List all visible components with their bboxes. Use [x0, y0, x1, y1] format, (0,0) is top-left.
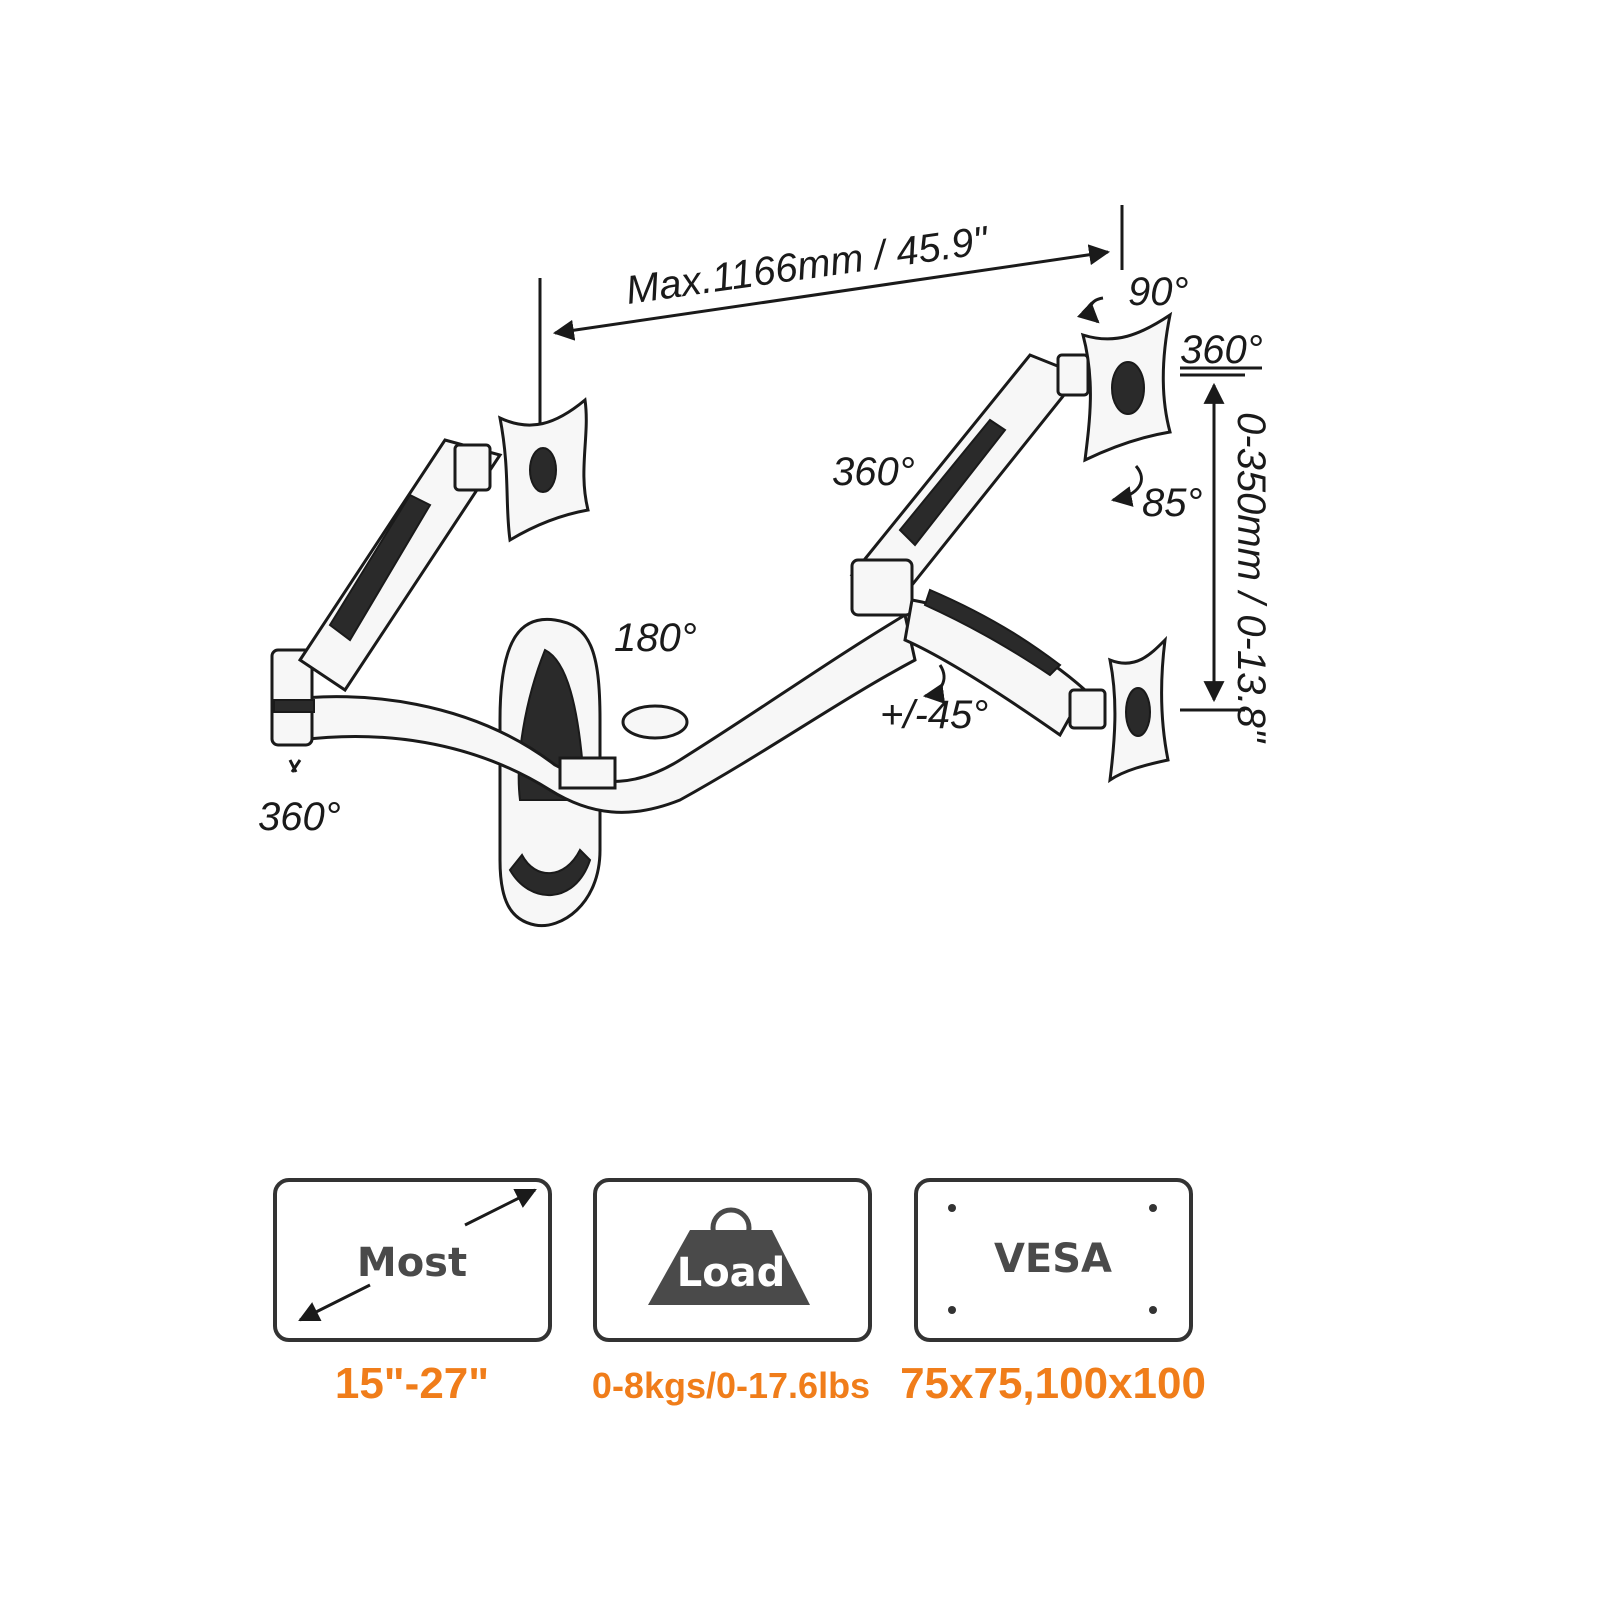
weight-icon	[648, 1207, 810, 1305]
left-vesa-plate	[497, 397, 590, 543]
spec-value-load: 0-8kgs/0-17.6lbs	[592, 1365, 870, 1406]
vesa-holes-icon	[948, 1204, 1157, 1314]
angle-swivel: +/-45°	[880, 693, 988, 737]
height-label: 0-350mm / 0-13.8"	[1229, 412, 1273, 744]
spec-word-most: Most	[357, 1240, 467, 1286]
angle-base-joint: 180°	[614, 616, 697, 660]
spec-card-screen-size: Most 15"-27"	[273, 1178, 552, 1408]
spec-word-load: Load	[677, 1250, 786, 1296]
spec-word-vesa: VESA	[994, 1236, 1112, 1282]
svg-text:360°: 360°	[1180, 328, 1263, 372]
angle-top-tilt: 90°	[1128, 270, 1189, 314]
spec-card-vesa: VESA 75x75,100x100	[900, 1178, 1206, 1408]
spec-card-load: Load 0-8kgs/0-17.6lbs	[592, 1178, 872, 1406]
left-gas-spring-arm	[297, 438, 503, 693]
right-upper-vesa-plate	[1080, 311, 1173, 463]
angle-tilt-down: 85°	[1142, 481, 1203, 525]
right-lower-arm	[903, 588, 1107, 738]
angle-arm-joint: 360°	[832, 450, 915, 494]
height-dimension: 0-350mm / 0-13.8"	[1180, 373, 1273, 744]
angle-bottom-left: 360°	[258, 795, 341, 839]
right-lower-vesa-plate	[1107, 635, 1170, 784]
screen-size-icon	[298, 1188, 537, 1322]
reach-label: Max.1166mm / 45.9"	[623, 218, 992, 313]
right-upper-gas-spring-arm	[849, 353, 1090, 617]
spec-value-vesa: 75x75,100x100	[900, 1359, 1206, 1408]
angle-top-rotation: 360°	[1180, 328, 1263, 372]
spec-value-screen-size: 15"-27"	[335, 1359, 489, 1408]
